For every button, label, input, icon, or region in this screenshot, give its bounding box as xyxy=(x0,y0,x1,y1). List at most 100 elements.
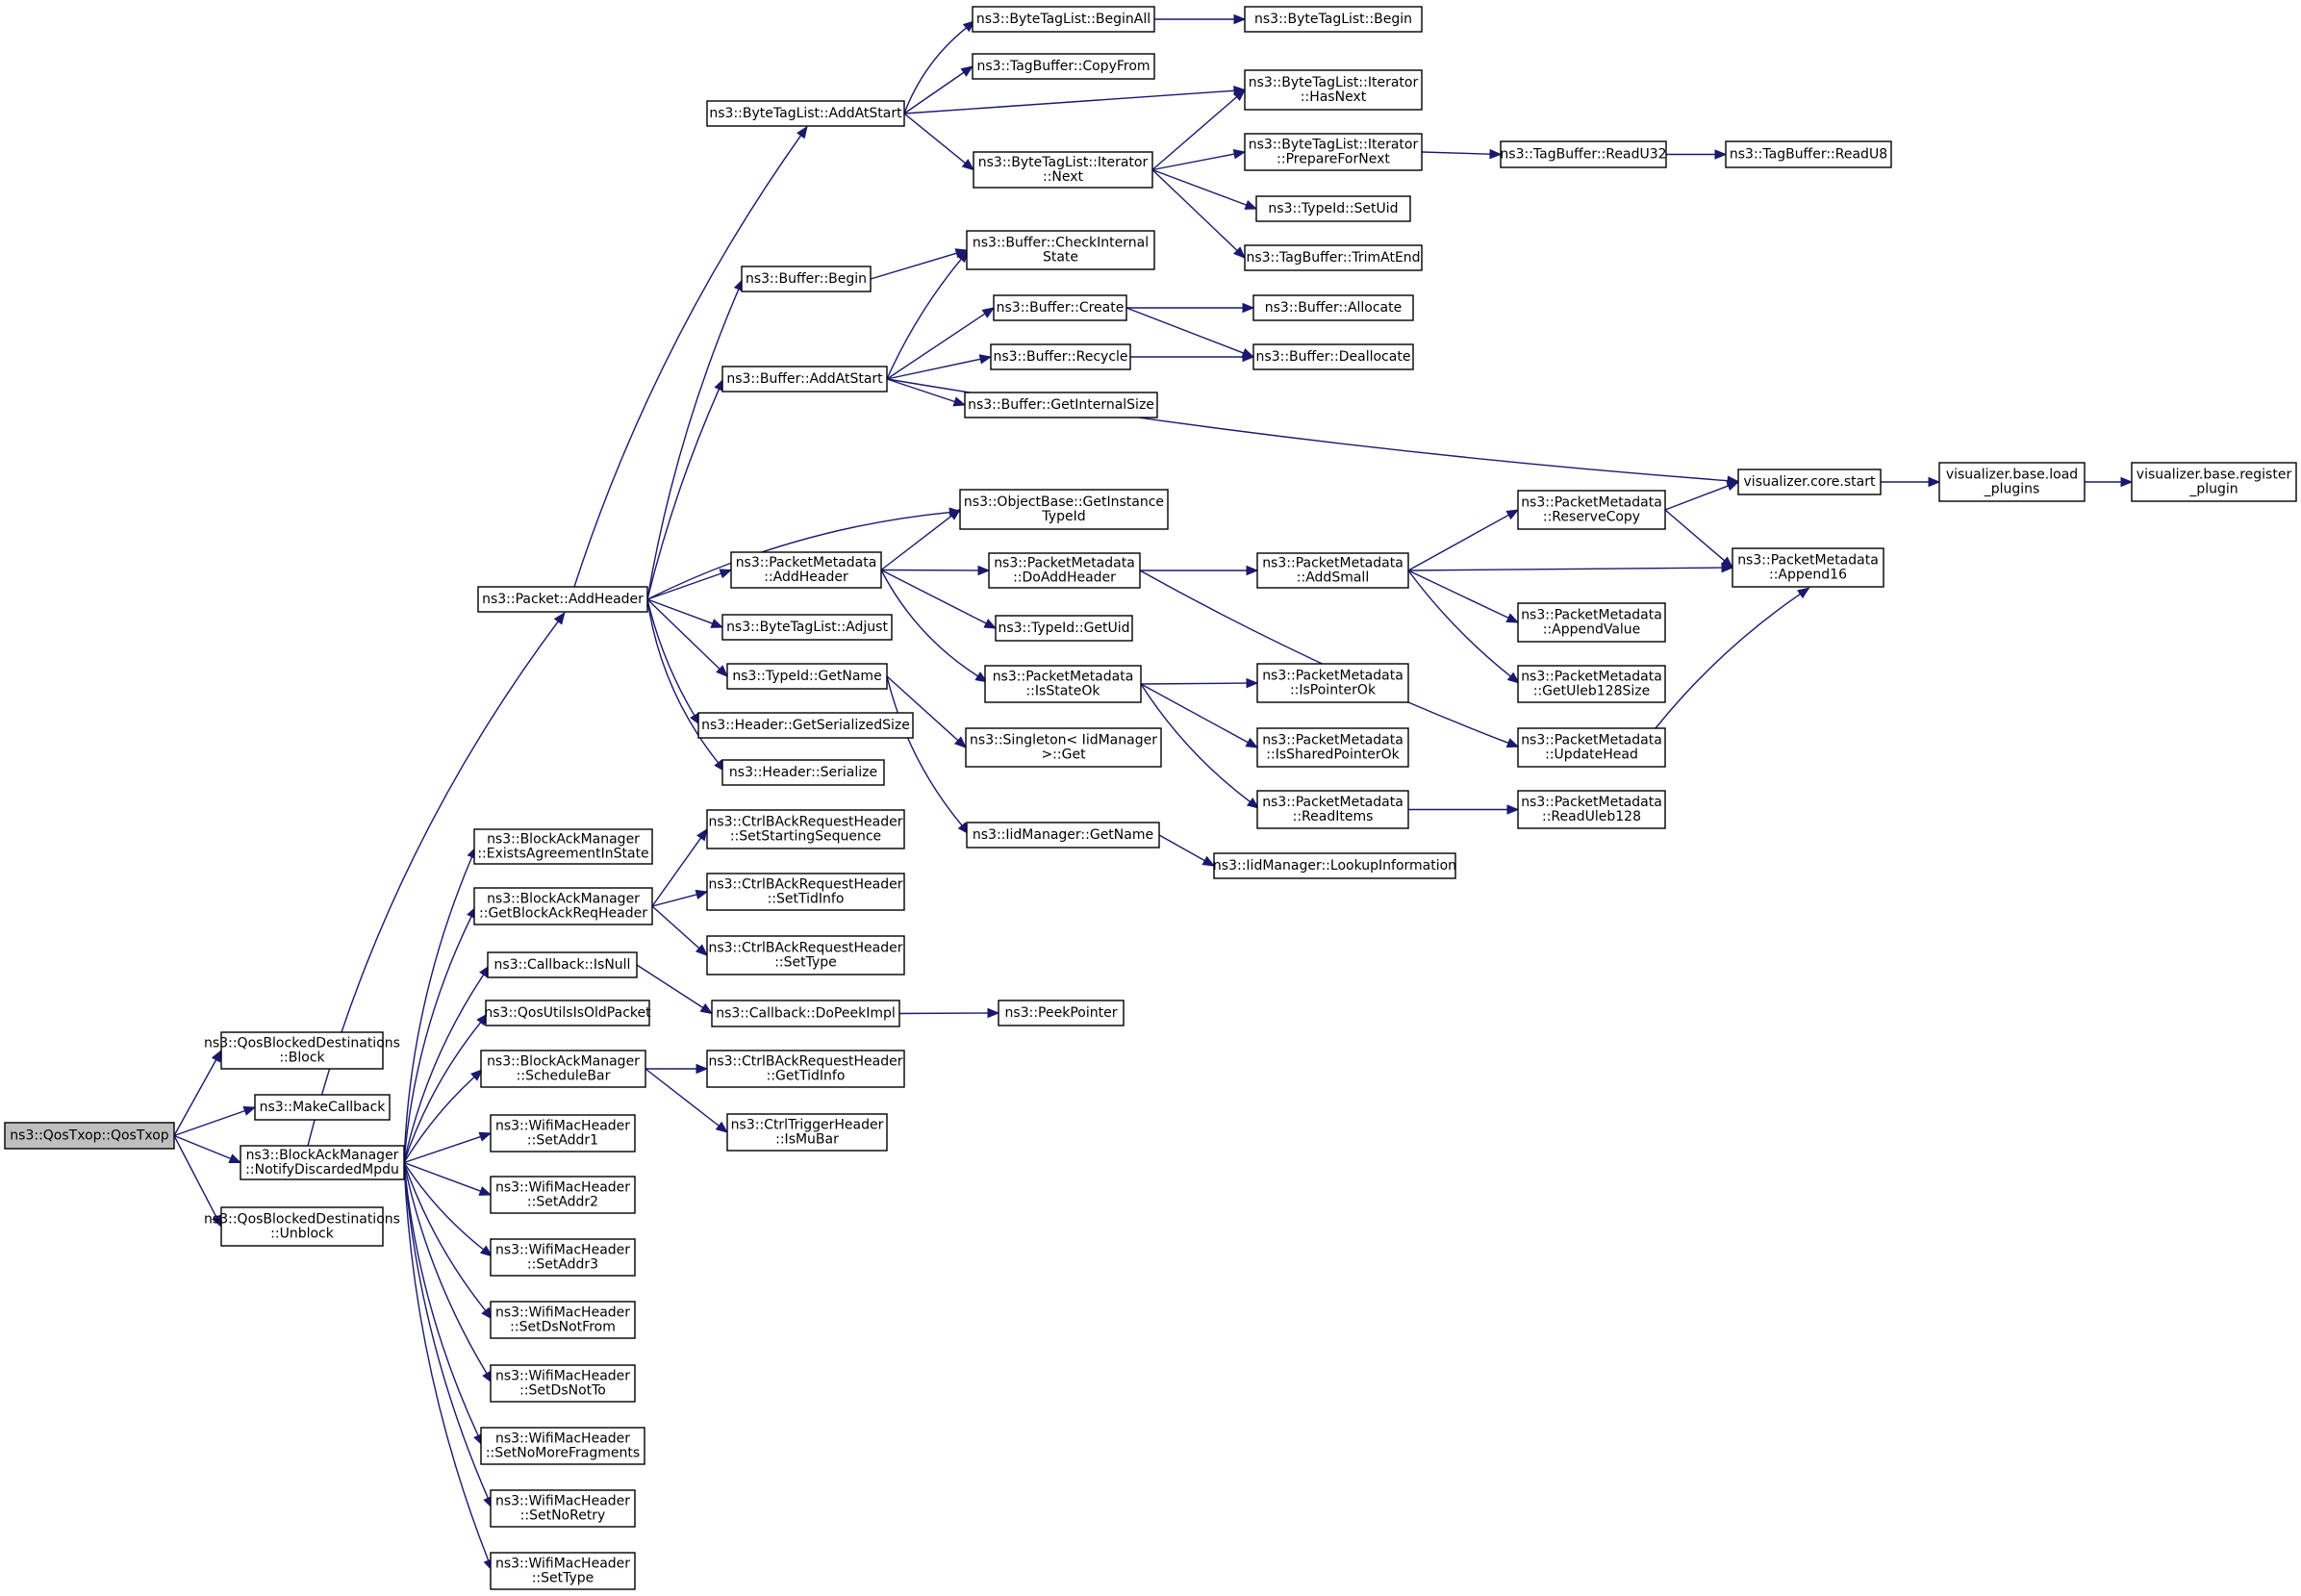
node-wmh_addr3[interactable]: ns3::WifiMacHeader::SetAddr3 xyxy=(490,1238,636,1277)
node-box-pm_reservecopy[interactable] xyxy=(1517,490,1666,530)
node-buf_getintsize[interactable]: ns3::Buffer::GetInternalSize xyxy=(964,392,1158,418)
node-tb_readu8[interactable]: ns3::TagBuffer::ReadU8 xyxy=(1725,140,1892,168)
node-cb_dopeek[interactable]: ns3::Callback::DoPeekImpl xyxy=(711,1000,900,1027)
node-bam_exists[interactable]: ns3::BlockAckManager::ExistsAgreementInS… xyxy=(473,828,653,865)
node-pm_append16[interactable]: ns3::PacketMetadata::Append16 xyxy=(1732,547,1884,588)
node-box-cth_ismubar[interactable] xyxy=(726,1113,888,1152)
node-btl_adjust[interactable]: ns3::ByteTagList::Adjust xyxy=(721,614,893,641)
node-box-wmh_settype[interactable] xyxy=(490,1552,636,1590)
node-pm_readuleb[interactable]: ns3::PacketMetadata::ReadUleb128 xyxy=(1517,790,1666,829)
node-qos_isold[interactable]: ns3::QosUtilsIsOldPacket xyxy=(484,1000,651,1026)
node-btl_beginall[interactable]: ns3::ByteTagList::BeginAll xyxy=(972,6,1155,33)
node-bam_ndm[interactable]: ns3::BlockAckManager::NotifyDiscardedMpd… xyxy=(240,1145,405,1180)
node-box-viz_start[interactable] xyxy=(1737,469,1882,495)
node-makecb[interactable]: ns3::MakeCallback xyxy=(254,1094,391,1121)
node-box-tid_setuid[interactable] xyxy=(1255,195,1411,222)
node-box-pm_updatehead[interactable] xyxy=(1517,727,1666,768)
node-cbarh_setseq[interactable]: ns3::CtrlBAckRequestHeader::SetStartingS… xyxy=(706,809,905,849)
node-box-root[interactable] xyxy=(4,1122,175,1150)
node-box-qos_isold[interactable] xyxy=(485,1000,650,1026)
node-viz_loadplugins[interactable]: visualizer.base.load_plugins xyxy=(1938,462,2086,502)
node-buf_create[interactable]: ns3::Buffer::Create xyxy=(993,294,1127,321)
node-box-bam_getbar[interactable] xyxy=(473,887,653,925)
node-peekpointer[interactable]: ns3::PeekPointer xyxy=(998,1000,1125,1026)
node-box-buf_checkint[interactable] xyxy=(966,230,1155,270)
node-box-bam_ndm[interactable] xyxy=(240,1145,405,1180)
node-box-buf_addatstart[interactable] xyxy=(721,366,888,393)
node-wmh_nomorefrag[interactable]: ns3::WifiMacHeader::SetNoMoreFragments xyxy=(480,1427,645,1465)
node-tb_trimatend[interactable]: ns3::TagBuffer::TrimAtEnd xyxy=(1244,244,1423,271)
node-buf_recycle[interactable]: ns3::Buffer::Recycle xyxy=(990,343,1131,370)
node-box-wmh_nomorefrag[interactable] xyxy=(480,1427,645,1465)
node-box-iid_lookup[interactable] xyxy=(1213,852,1456,879)
node-box-pm_appendvalue[interactable] xyxy=(1517,602,1666,643)
node-hdr_getsersize[interactable]: ns3::Header::GetSerializedSize xyxy=(697,712,914,739)
node-bam_getbar[interactable]: ns3::BlockAckManager::GetBlockAckReqHead… xyxy=(473,887,653,925)
node-pkt_addheader[interactable]: ns3::Packet::AddHeader xyxy=(477,586,648,613)
node-box-iid_getname[interactable] xyxy=(966,822,1160,849)
node-box-wmh_dsnotto[interactable] xyxy=(490,1364,636,1403)
node-box-cbarh_setseq[interactable] xyxy=(706,809,905,849)
node-btli_prepnext[interactable]: ns3::ByteTagList::Iterator::PrepareForNe… xyxy=(1244,133,1423,171)
node-box-bam_schedbar[interactable] xyxy=(480,1050,646,1088)
node-box-hdr_getsersize[interactable] xyxy=(697,712,914,739)
node-box-cb_dopeek[interactable] xyxy=(711,1000,900,1027)
node-tid_getname[interactable]: ns3::TypeId::GetName xyxy=(726,663,888,690)
node-box-buf_recycle[interactable] xyxy=(990,343,1131,370)
node-wmh_dsnotfrom[interactable]: ns3::WifiMacHeader::SetDsNotFrom xyxy=(490,1301,636,1339)
node-box-pm_issharedok[interactable] xyxy=(1256,727,1409,768)
node-box-wmh_addr1[interactable] xyxy=(490,1114,636,1153)
node-hdr_serialize[interactable]: ns3::Header::Serialize xyxy=(721,759,885,786)
node-box-pm_isstateok[interactable] xyxy=(984,665,1142,703)
node-cbarh_settid[interactable]: ns3::CtrlBAckRequestHeader::SetTidInfo xyxy=(706,873,905,911)
node-pm_appendvalue[interactable]: ns3::PacketMetadata::AppendValue xyxy=(1517,602,1666,643)
node-box-pm_ispointerok[interactable] xyxy=(1256,663,1409,703)
node-box-tb_readu8[interactable] xyxy=(1725,140,1892,168)
node-box-buf_getintsize[interactable] xyxy=(964,392,1158,418)
node-box-cbarh_settype[interactable] xyxy=(706,935,905,975)
node-tb_copyfrom[interactable]: ns3::TagBuffer::CopyFrom xyxy=(972,53,1155,80)
node-box-cbarh_gettid[interactable] xyxy=(706,1050,905,1088)
node-box-qbd_unblock[interactable] xyxy=(220,1206,384,1247)
node-cbarh_gettid[interactable]: ns3::CtrlBAckRequestHeader::GetTidInfo xyxy=(706,1050,905,1088)
node-tb_readu32[interactable]: ns3::TagBuffer::ReadU32 xyxy=(1500,140,1667,168)
node-box-btli_next[interactable] xyxy=(973,151,1153,189)
node-pm_readitems[interactable]: ns3::PacketMetadata::ReadItems xyxy=(1256,790,1409,829)
node-box-wmh_addr3[interactable] xyxy=(490,1238,636,1277)
node-qbd_block[interactable]: ns3::QosBlockedDestinations::Block xyxy=(204,1031,400,1070)
node-pm_updatehead[interactable]: ns3::PacketMetadata::UpdateHead xyxy=(1517,727,1666,768)
node-box-buf_create[interactable] xyxy=(993,294,1127,321)
node-box-viz_loadplugins[interactable] xyxy=(1938,462,2086,502)
node-box-wmh_dsnotfrom[interactable] xyxy=(490,1301,636,1339)
node-box-makecb[interactable] xyxy=(254,1094,391,1121)
node-wmh_noretry[interactable]: ns3::WifiMacHeader::SetNoRetry xyxy=(490,1489,636,1528)
node-buf_allocate[interactable]: ns3::Buffer::Allocate xyxy=(1252,294,1414,321)
node-box-cbarh_settid[interactable] xyxy=(706,873,905,911)
node-pm_isstateok[interactable]: ns3::PacketMetadata::IsStateOk xyxy=(984,665,1142,703)
node-cth_ismubar[interactable]: ns3::CtrlTriggerHeader::IsMuBar xyxy=(726,1113,888,1152)
node-box-pm_readitems[interactable] xyxy=(1256,790,1409,829)
node-box-btl_beginall[interactable] xyxy=(972,6,1155,33)
node-wmh_settype[interactable]: ns3::WifiMacHeader::SetType xyxy=(490,1552,636,1590)
node-box-wmh_noretry[interactable] xyxy=(490,1489,636,1528)
node-box-tid_getuid[interactable] xyxy=(995,615,1133,642)
node-box-viz_register[interactable] xyxy=(2131,462,2297,502)
node-cb_isnull[interactable]: ns3::Callback::IsNull xyxy=(487,951,638,978)
node-box-buf_begin[interactable] xyxy=(741,266,872,292)
node-box-qbd_block[interactable] xyxy=(220,1031,384,1070)
node-cbarh_settype[interactable]: ns3::CtrlBAckRequestHeader::SetType xyxy=(706,935,905,975)
node-tid_setuid[interactable]: ns3::TypeId::SetUid xyxy=(1255,195,1411,222)
node-box-btl_begin[interactable] xyxy=(1244,6,1423,33)
node-box-buf_dealloc[interactable] xyxy=(1252,343,1414,370)
node-buf_begin[interactable]: ns3::Buffer::Begin xyxy=(741,266,872,292)
node-buf_dealloc[interactable]: ns3::Buffer::Deallocate xyxy=(1252,343,1414,370)
node-pm_doaddheader[interactable]: ns3::PacketMetadata::DoAddHeader xyxy=(988,552,1141,589)
node-box-pm_addheader[interactable] xyxy=(730,551,882,589)
node-viz_register[interactable]: visualizer.base.register_plugin xyxy=(2131,462,2297,502)
node-pm_addsmall[interactable]: ns3::PacketMetadata::AddSmall xyxy=(1256,552,1409,589)
node-box-pm_getuleb[interactable] xyxy=(1517,665,1666,703)
node-btl_begin[interactable]: ns3::ByteTagList::Begin xyxy=(1244,6,1423,33)
node-wmh_addr2[interactable]: ns3::WifiMacHeader::SetAddr2 xyxy=(490,1176,636,1214)
